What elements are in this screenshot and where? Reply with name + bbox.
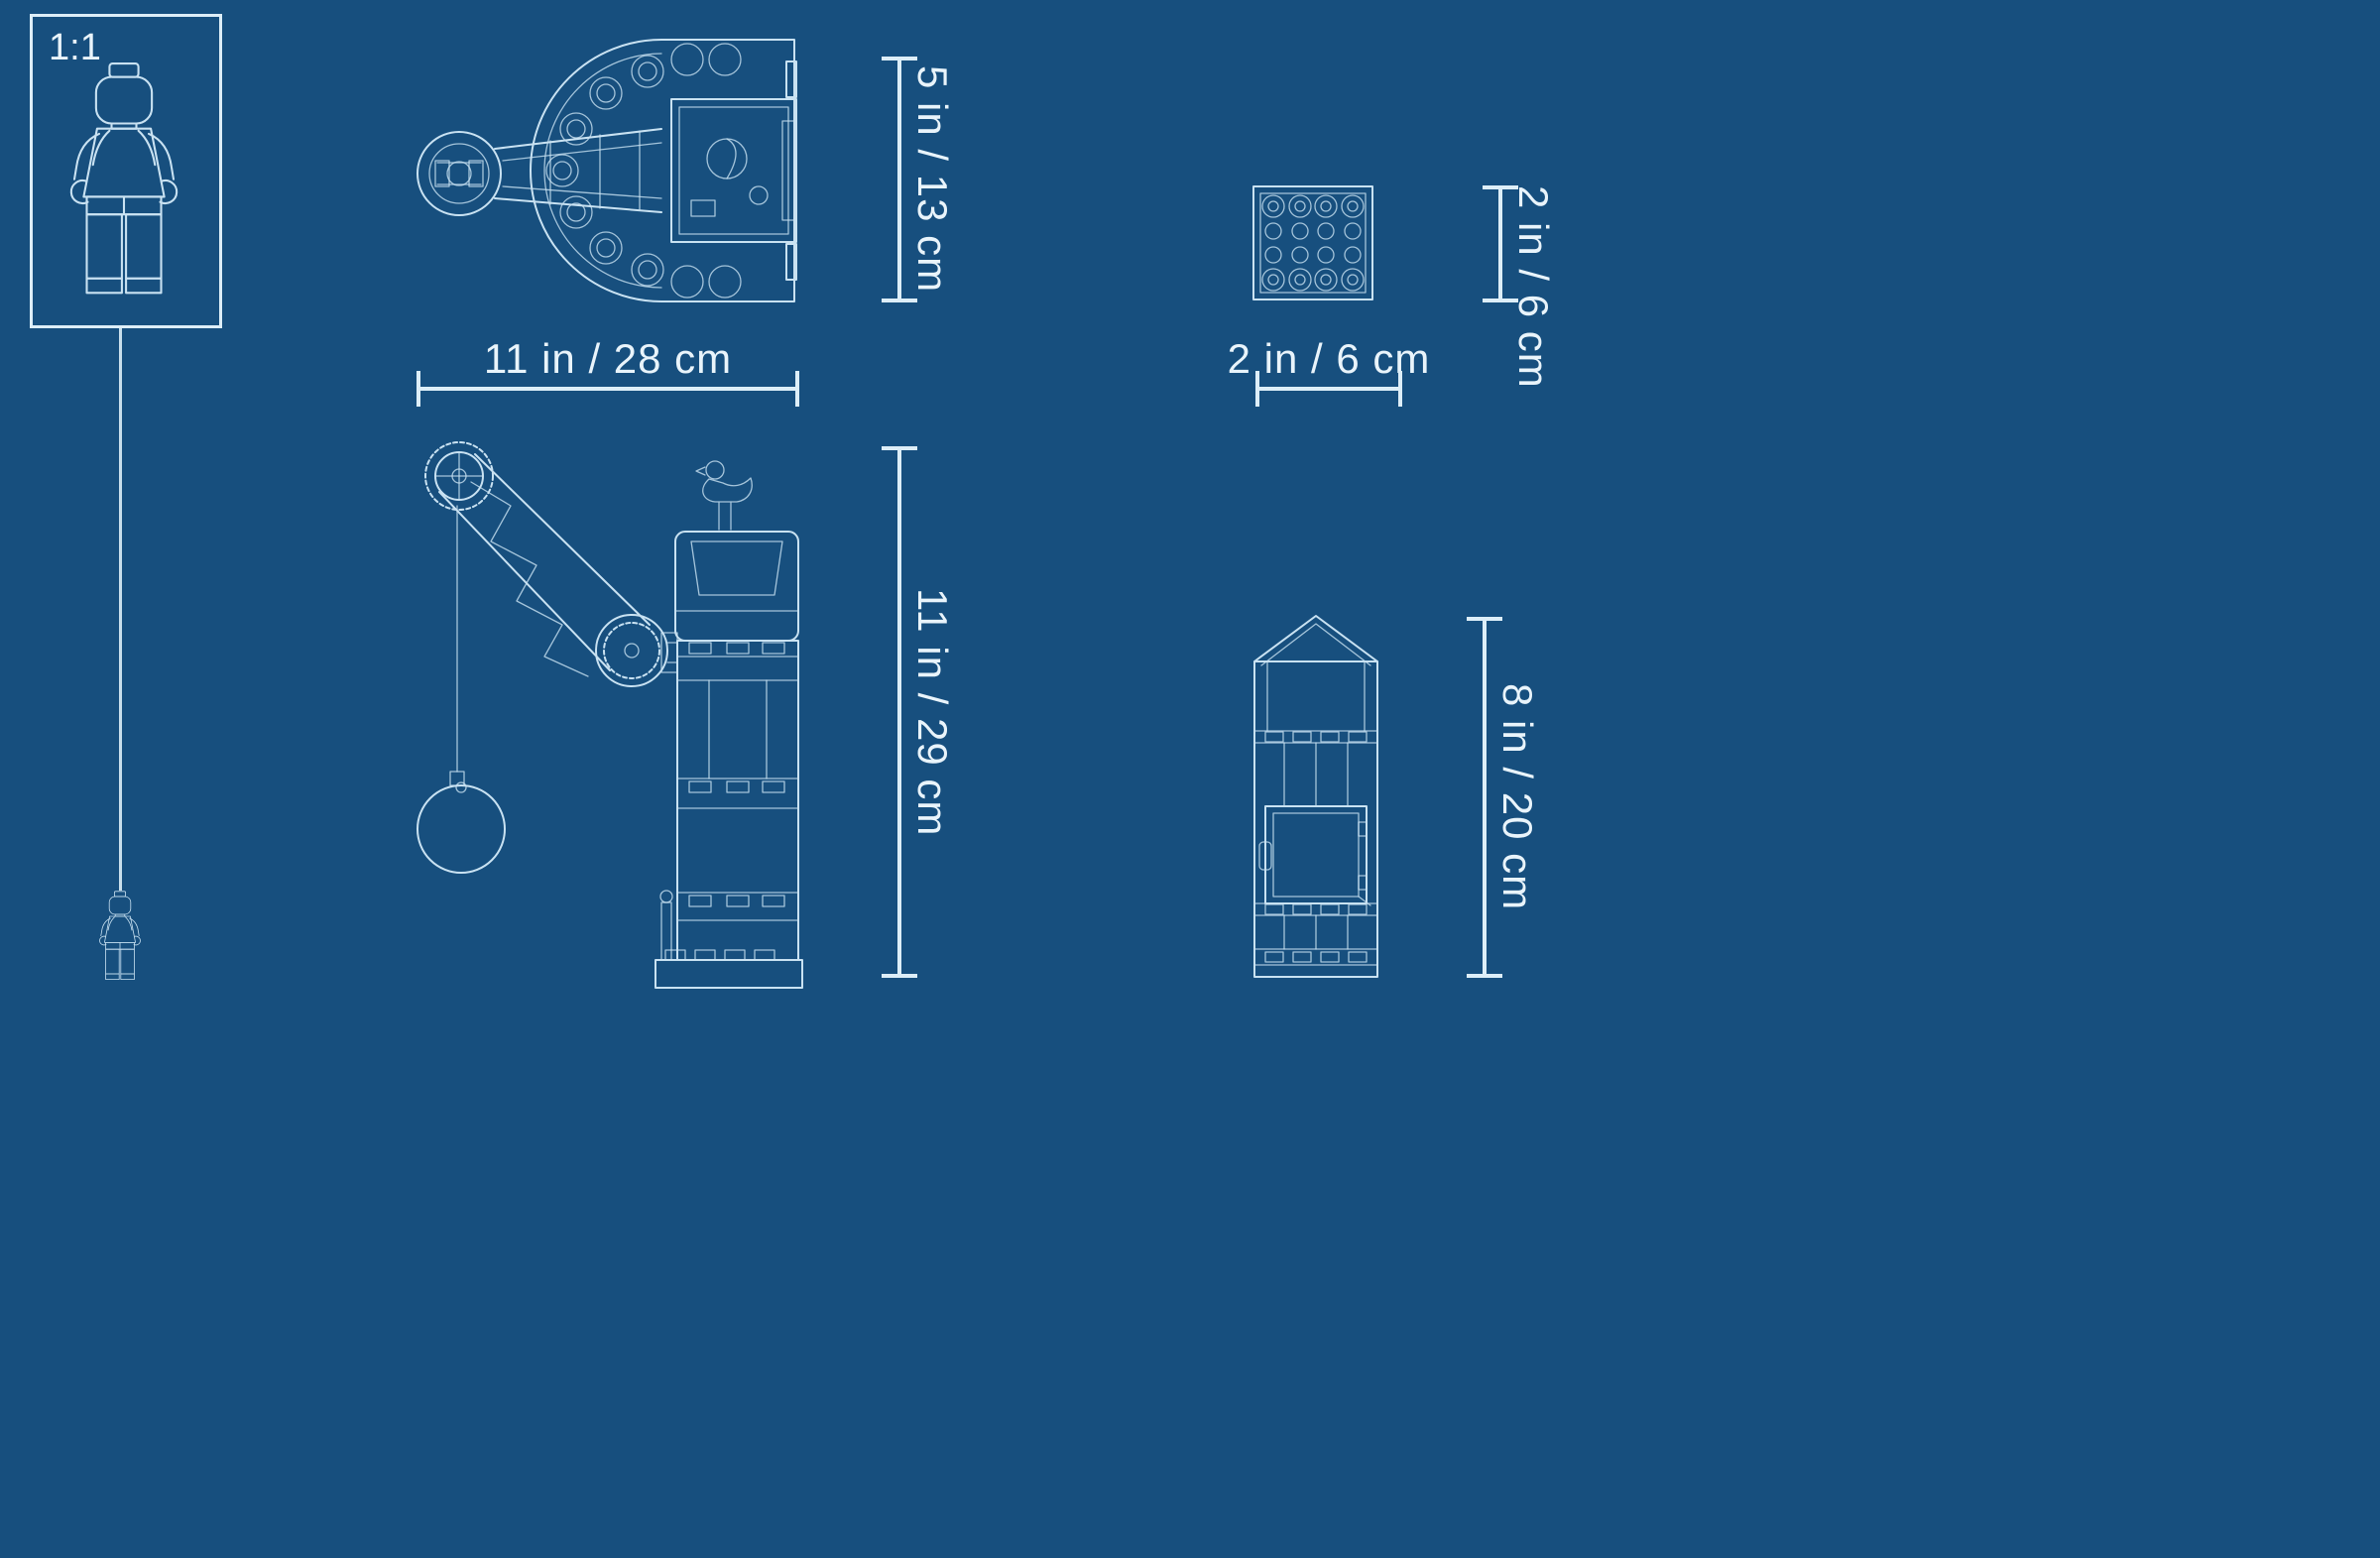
top-view-studs [545, 43, 742, 299]
side-view-bird [695, 460, 753, 531]
dim-cap [1398, 371, 1402, 407]
dim-line-segment [897, 57, 901, 302]
top-view-center-plate [670, 98, 797, 243]
dim-cap [1483, 299, 1518, 302]
side-view-top-pulley [424, 441, 494, 511]
scale-ratio-label: 1:1 [49, 27, 101, 68]
top-view-pulley [416, 131, 502, 216]
tower-base [1253, 902, 1378, 966]
dim-cap [882, 974, 917, 978]
side-view-cab [674, 531, 799, 642]
dim-label-tower-height: 8 in / 20 cm [1494, 683, 1541, 911]
dim-line-segment [1483, 617, 1487, 978]
dim-line-segment [1498, 185, 1502, 302]
dim-line-tower-height [1467, 617, 1502, 978]
dim-label-crane-height: 11 in / 29 cm [909, 587, 956, 837]
side-view-cable-and-ball [416, 505, 506, 874]
crane-top-view-drawing [416, 39, 797, 302]
side-view-tower-body [676, 640, 799, 961]
plate-studs [1261, 194, 1365, 292]
tower-roof [1253, 615, 1378, 666]
minifigure-large-drawing [52, 61, 196, 309]
dim-line-crane-top-height [882, 57, 917, 302]
side-view-boom [438, 453, 651, 677]
dim-cap [795, 371, 799, 407]
dim-line-segment [416, 387, 799, 391]
scale-reference-box: 1:1 [30, 14, 222, 328]
dim-label-crane-width: 11 in / 28 cm [483, 335, 733, 382]
top-view-body [530, 39, 797, 302]
minifigure-small-drawing [92, 891, 148, 986]
dim-cap [1467, 974, 1502, 978]
dim-line-segment [897, 446, 901, 978]
tower-door [1258, 805, 1371, 906]
side-view-base [654, 890, 803, 989]
top-view-boom [494, 128, 662, 213]
dim-label-plate-width: 2 in / 6 cm [1227, 335, 1431, 382]
side-view-hub-gear [595, 614, 678, 687]
plate-top-view-drawing [1252, 185, 1373, 300]
tower-body [1253, 660, 1378, 978]
dim-line-crane-height [882, 446, 917, 978]
plumb-line [119, 328, 122, 891]
crane-side-view-drawing [416, 441, 803, 989]
dim-line-plate-width [1255, 371, 1402, 407]
dim-line-plate-height [1483, 185, 1518, 302]
dim-line-segment [1255, 387, 1402, 391]
tower-side-view-drawing [1253, 615, 1378, 978]
dim-cap [882, 299, 917, 302]
dim-label-crane-top-height: 5 in / 13 cm [909, 65, 956, 294]
dim-line-crane-width [416, 371, 799, 407]
dim-label-plate-height: 2 in / 6 cm [1510, 185, 1557, 389]
